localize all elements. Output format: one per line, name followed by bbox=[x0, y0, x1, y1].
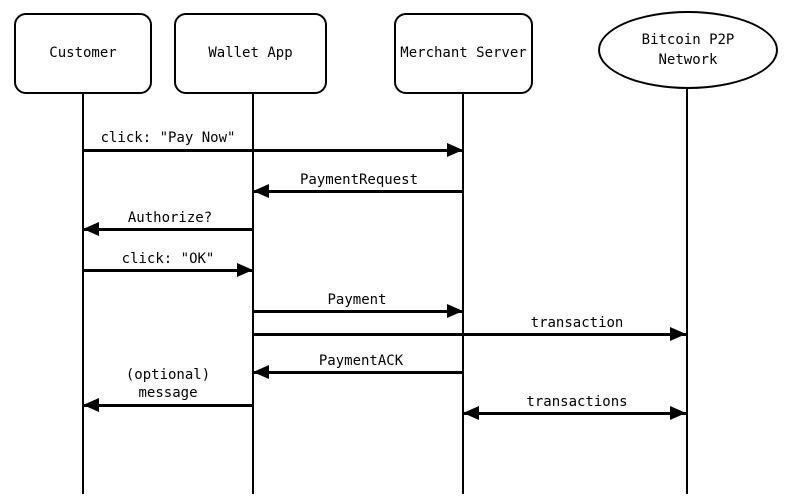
message-label-click-ok: click: "OK" bbox=[119, 250, 217, 269]
message-arrow-payment-ack bbox=[253, 371, 463, 374]
arrowhead-right-icon bbox=[237, 263, 253, 277]
arrowhead-left-icon bbox=[83, 222, 99, 236]
actor-wallet-app: Wallet App bbox=[174, 13, 327, 94]
actor-customer: Customer bbox=[14, 13, 152, 94]
message-arrow-optional-message bbox=[83, 404, 253, 407]
arrowhead-left-icon bbox=[83, 398, 99, 412]
message-arrow-transaction bbox=[253, 333, 686, 336]
actor-bitcoin-p2p-network: Bitcoin P2P Network bbox=[598, 11, 778, 89]
message-label-click-pay-now: click: "Pay Now" bbox=[98, 129, 238, 148]
message-label-transactions: transactions bbox=[524, 393, 630, 412]
arrowhead-left-icon bbox=[463, 406, 479, 420]
actor-customer-label: Customer bbox=[49, 45, 117, 62]
actor-merchant-server: Merchant Server bbox=[394, 13, 533, 94]
actor-bitcoin-p2p-network-label: Bitcoin P2P Network bbox=[641, 31, 735, 68]
message-label-payment: Payment bbox=[325, 291, 389, 310]
message-arrow-payment bbox=[253, 310, 463, 313]
message-label-payment-request: PaymentRequest bbox=[297, 171, 421, 190]
arrowhead-left-icon bbox=[253, 365, 269, 379]
lifeline-wallet-app bbox=[252, 94, 254, 494]
lifeline-bitcoin-p2p-network bbox=[686, 89, 688, 494]
message-label-optional-message: (optional) message bbox=[123, 366, 213, 403]
message-arrow-payment-request bbox=[253, 190, 463, 193]
actor-merchant-server-label: Merchant Server bbox=[400, 45, 527, 62]
arrowhead-left-icon bbox=[253, 184, 269, 198]
arrowhead-right-icon bbox=[670, 406, 686, 420]
lifeline-customer bbox=[82, 94, 84, 494]
arrowhead-right-icon bbox=[447, 143, 463, 157]
message-label-transaction: transaction bbox=[528, 314, 626, 333]
message-arrow-click-ok bbox=[83, 269, 253, 272]
message-label-authorize: Authorize? bbox=[125, 209, 215, 228]
lifeline-merchant-server bbox=[462, 94, 464, 494]
actor-wallet-app-label: Wallet App bbox=[208, 45, 293, 62]
message-arrow-click-pay-now bbox=[83, 149, 463, 152]
message-arrow-authorize bbox=[83, 228, 253, 231]
message-arrow-transactions bbox=[463, 412, 686, 415]
message-label-payment-ack: PaymentACK bbox=[316, 352, 406, 371]
arrowhead-right-icon bbox=[447, 304, 463, 318]
arrowhead-right-icon bbox=[670, 327, 686, 341]
